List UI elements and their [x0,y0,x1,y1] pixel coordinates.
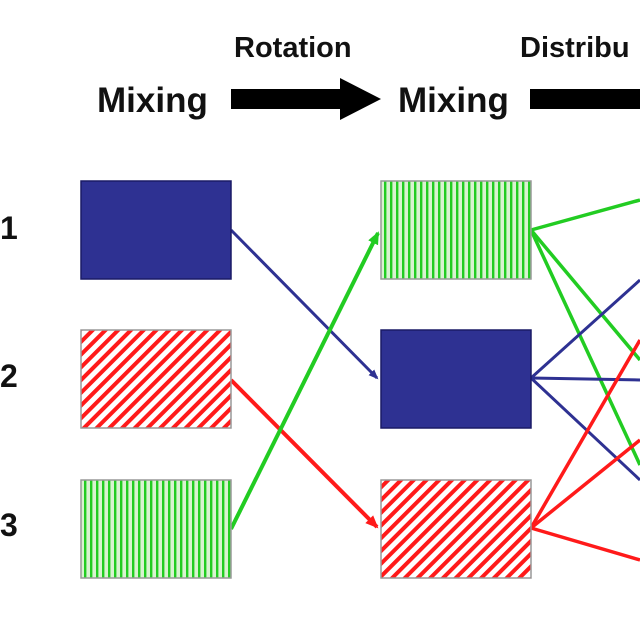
rotation-link-green [229,231,380,530]
stage-2-box-3-red-hatched [380,479,532,579]
stage-2-mixing-label: Mixing [398,81,509,120]
row-label-1: 1 [0,210,18,246]
rotation-label: Rotation [234,32,352,64]
rotation-arrow-icon [231,78,381,120]
rotation-link-blue [229,228,379,380]
stage-1-box-2-red-hatched [80,329,232,429]
distribution-links-green [529,198,640,466]
stage-2-box-1-green-striped [380,180,532,280]
distribution-arrow-icon [530,89,640,109]
stage-1-box-3-green-striped [80,479,232,579]
distribution-links-red [529,339,640,562]
row-label-2: 2 [0,358,18,394]
rotation-link-red [229,378,379,529]
stage-2-box-2-blue [380,329,532,429]
distribution-label: Distribu [520,32,630,64]
distribution-links-blue [529,278,640,482]
stage-1-mixing-label: Mixing [97,81,208,120]
stage-1-box-1-blue [80,180,232,280]
row-label-3: 3 [0,507,18,543]
